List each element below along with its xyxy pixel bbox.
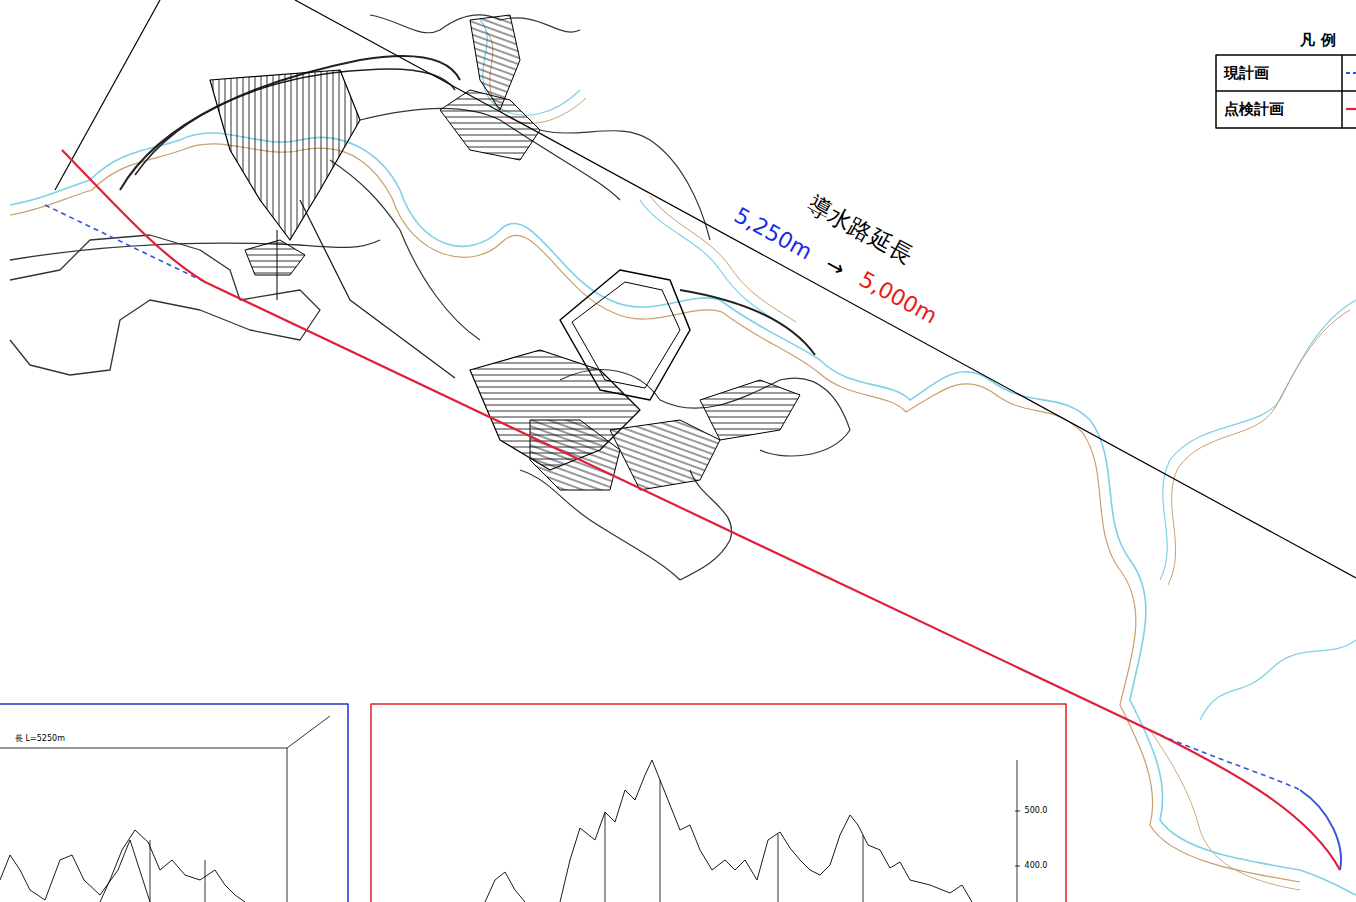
map-line bbox=[485, 872, 525, 902]
revised-length: 5,000m bbox=[856, 268, 941, 328]
map-line bbox=[150, 840, 151, 902]
map-line bbox=[210, 70, 360, 240]
map-line bbox=[0, 748, 287, 749]
legend-entry: 現計画 bbox=[1224, 66, 1269, 81]
map-line bbox=[1160, 300, 1356, 580]
map-line bbox=[10, 235, 320, 375]
map-line bbox=[1300, 790, 1341, 870]
map-line bbox=[300, 200, 455, 378]
map-line bbox=[100, 830, 245, 902]
map-line bbox=[1216, 90, 1356, 92]
map-line bbox=[1216, 55, 1356, 128]
map-line bbox=[10, 144, 1300, 882]
map-line bbox=[1346, 108, 1356, 110]
map-line bbox=[287, 748, 288, 902]
map-line bbox=[55, 0, 160, 190]
map-line bbox=[660, 780, 661, 902]
map-line bbox=[1015, 811, 1020, 812]
legend-entry: 点検計画 bbox=[1224, 102, 1284, 117]
map-line bbox=[1200, 640, 1356, 720]
map-line bbox=[863, 835, 864, 902]
map-line bbox=[540, 130, 710, 240]
map-line bbox=[1017, 760, 1018, 902]
legend-title: 凡 例 bbox=[1300, 33, 1335, 48]
map-line bbox=[1168, 310, 1350, 585]
map-line bbox=[1015, 866, 1020, 867]
current-length: 5,250m bbox=[731, 204, 816, 264]
map-line bbox=[650, 196, 796, 322]
map-line bbox=[1160, 735, 1300, 790]
map-line bbox=[0, 704, 348, 902]
map-line bbox=[520, 470, 732, 580]
map-line bbox=[700, 380, 800, 440]
map-line bbox=[605, 812, 606, 902]
map-line bbox=[610, 420, 720, 490]
map-line bbox=[287, 716, 330, 748]
map-line bbox=[1150, 730, 1300, 890]
elevation-value: 400.0 bbox=[1025, 862, 1048, 870]
map-line bbox=[371, 704, 1066, 902]
length-title: 導水路延長 bbox=[804, 192, 916, 267]
map-line bbox=[1341, 55, 1343, 128]
map-line bbox=[205, 860, 206, 902]
map-line bbox=[10, 133, 1356, 895]
change-arrow: → bbox=[822, 253, 849, 281]
map-line bbox=[560, 760, 972, 902]
map-line bbox=[470, 15, 520, 110]
profile-length: 長 L=5250m bbox=[15, 735, 65, 743]
map-line bbox=[778, 834, 779, 902]
map-line bbox=[330, 160, 480, 340]
map-line bbox=[277, 230, 278, 300]
map-line bbox=[530, 420, 620, 490]
map-line bbox=[245, 240, 305, 275]
elevation-value: 500.0 bbox=[1025, 807, 1048, 815]
map-line bbox=[1346, 72, 1356, 74]
map-line bbox=[0, 840, 150, 902]
map-line bbox=[680, 290, 815, 355]
map-line bbox=[62, 150, 1340, 870]
map-line bbox=[295, 0, 1356, 578]
